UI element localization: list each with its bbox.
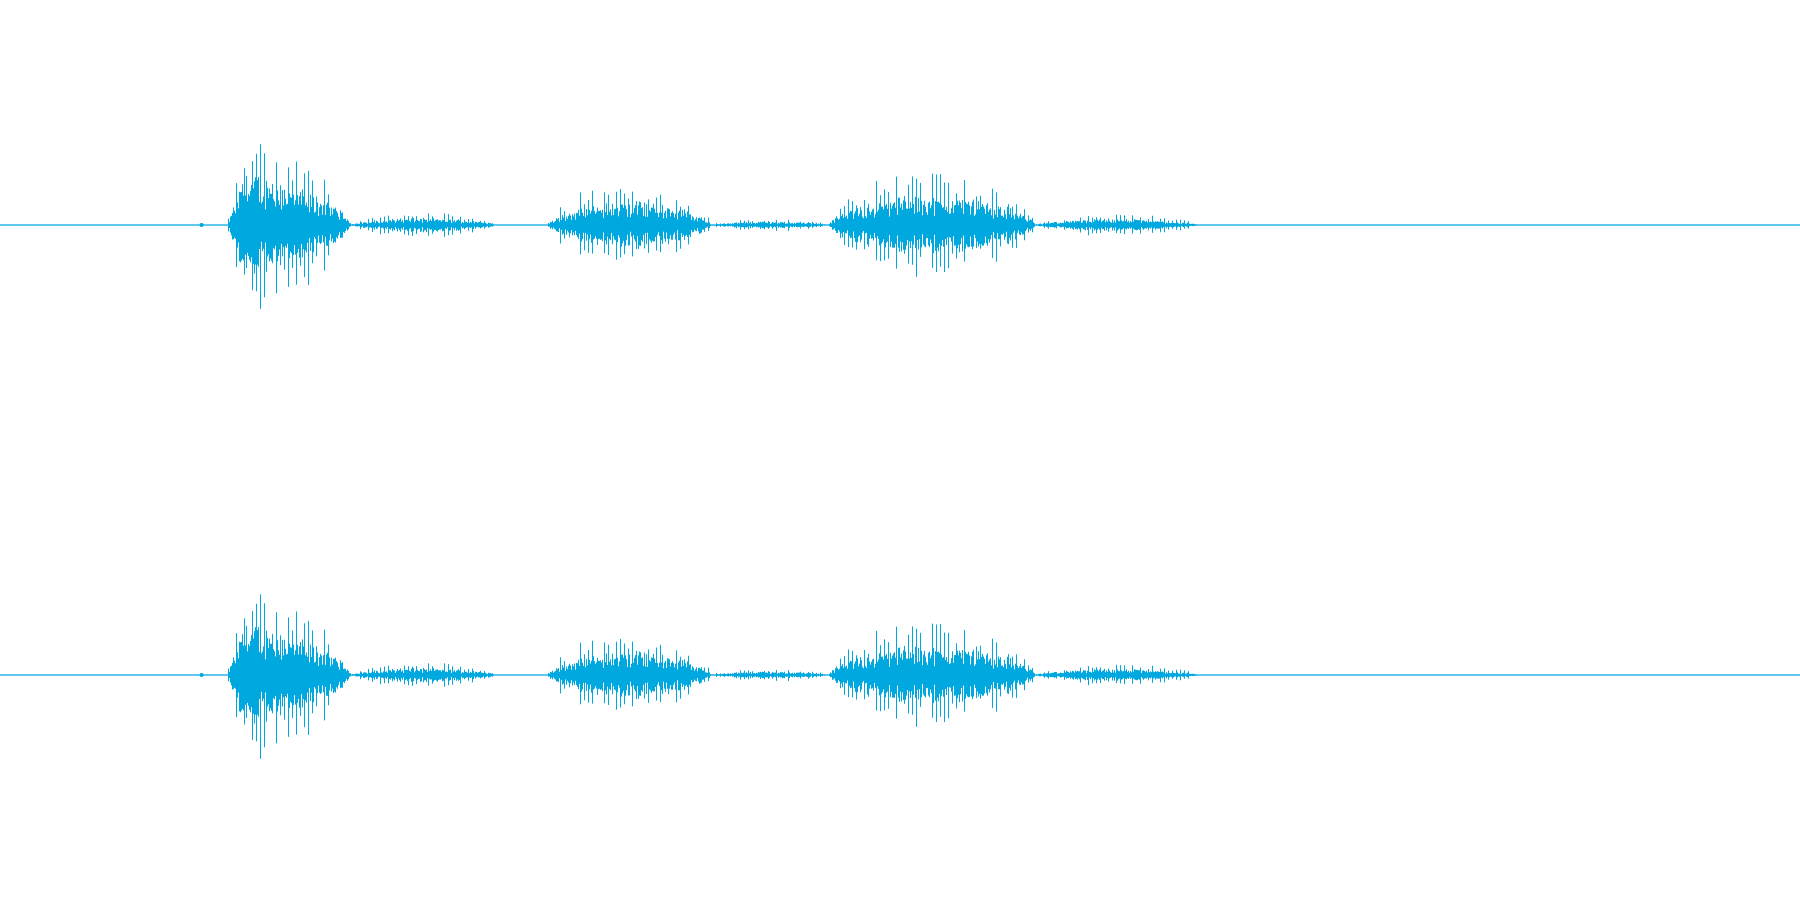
waveform-onset-dot bbox=[199, 223, 204, 227]
waveform-onset-dot bbox=[487, 673, 492, 677]
waveform-channel-left bbox=[0, 144, 1800, 309]
waveform-samples bbox=[227, 594, 1197, 759]
waveform-samples bbox=[227, 144, 1197, 309]
waveform-channel-right bbox=[0, 594, 1800, 759]
waveform-onset-dot bbox=[199, 673, 204, 677]
waveform-onset-dot bbox=[487, 223, 492, 227]
